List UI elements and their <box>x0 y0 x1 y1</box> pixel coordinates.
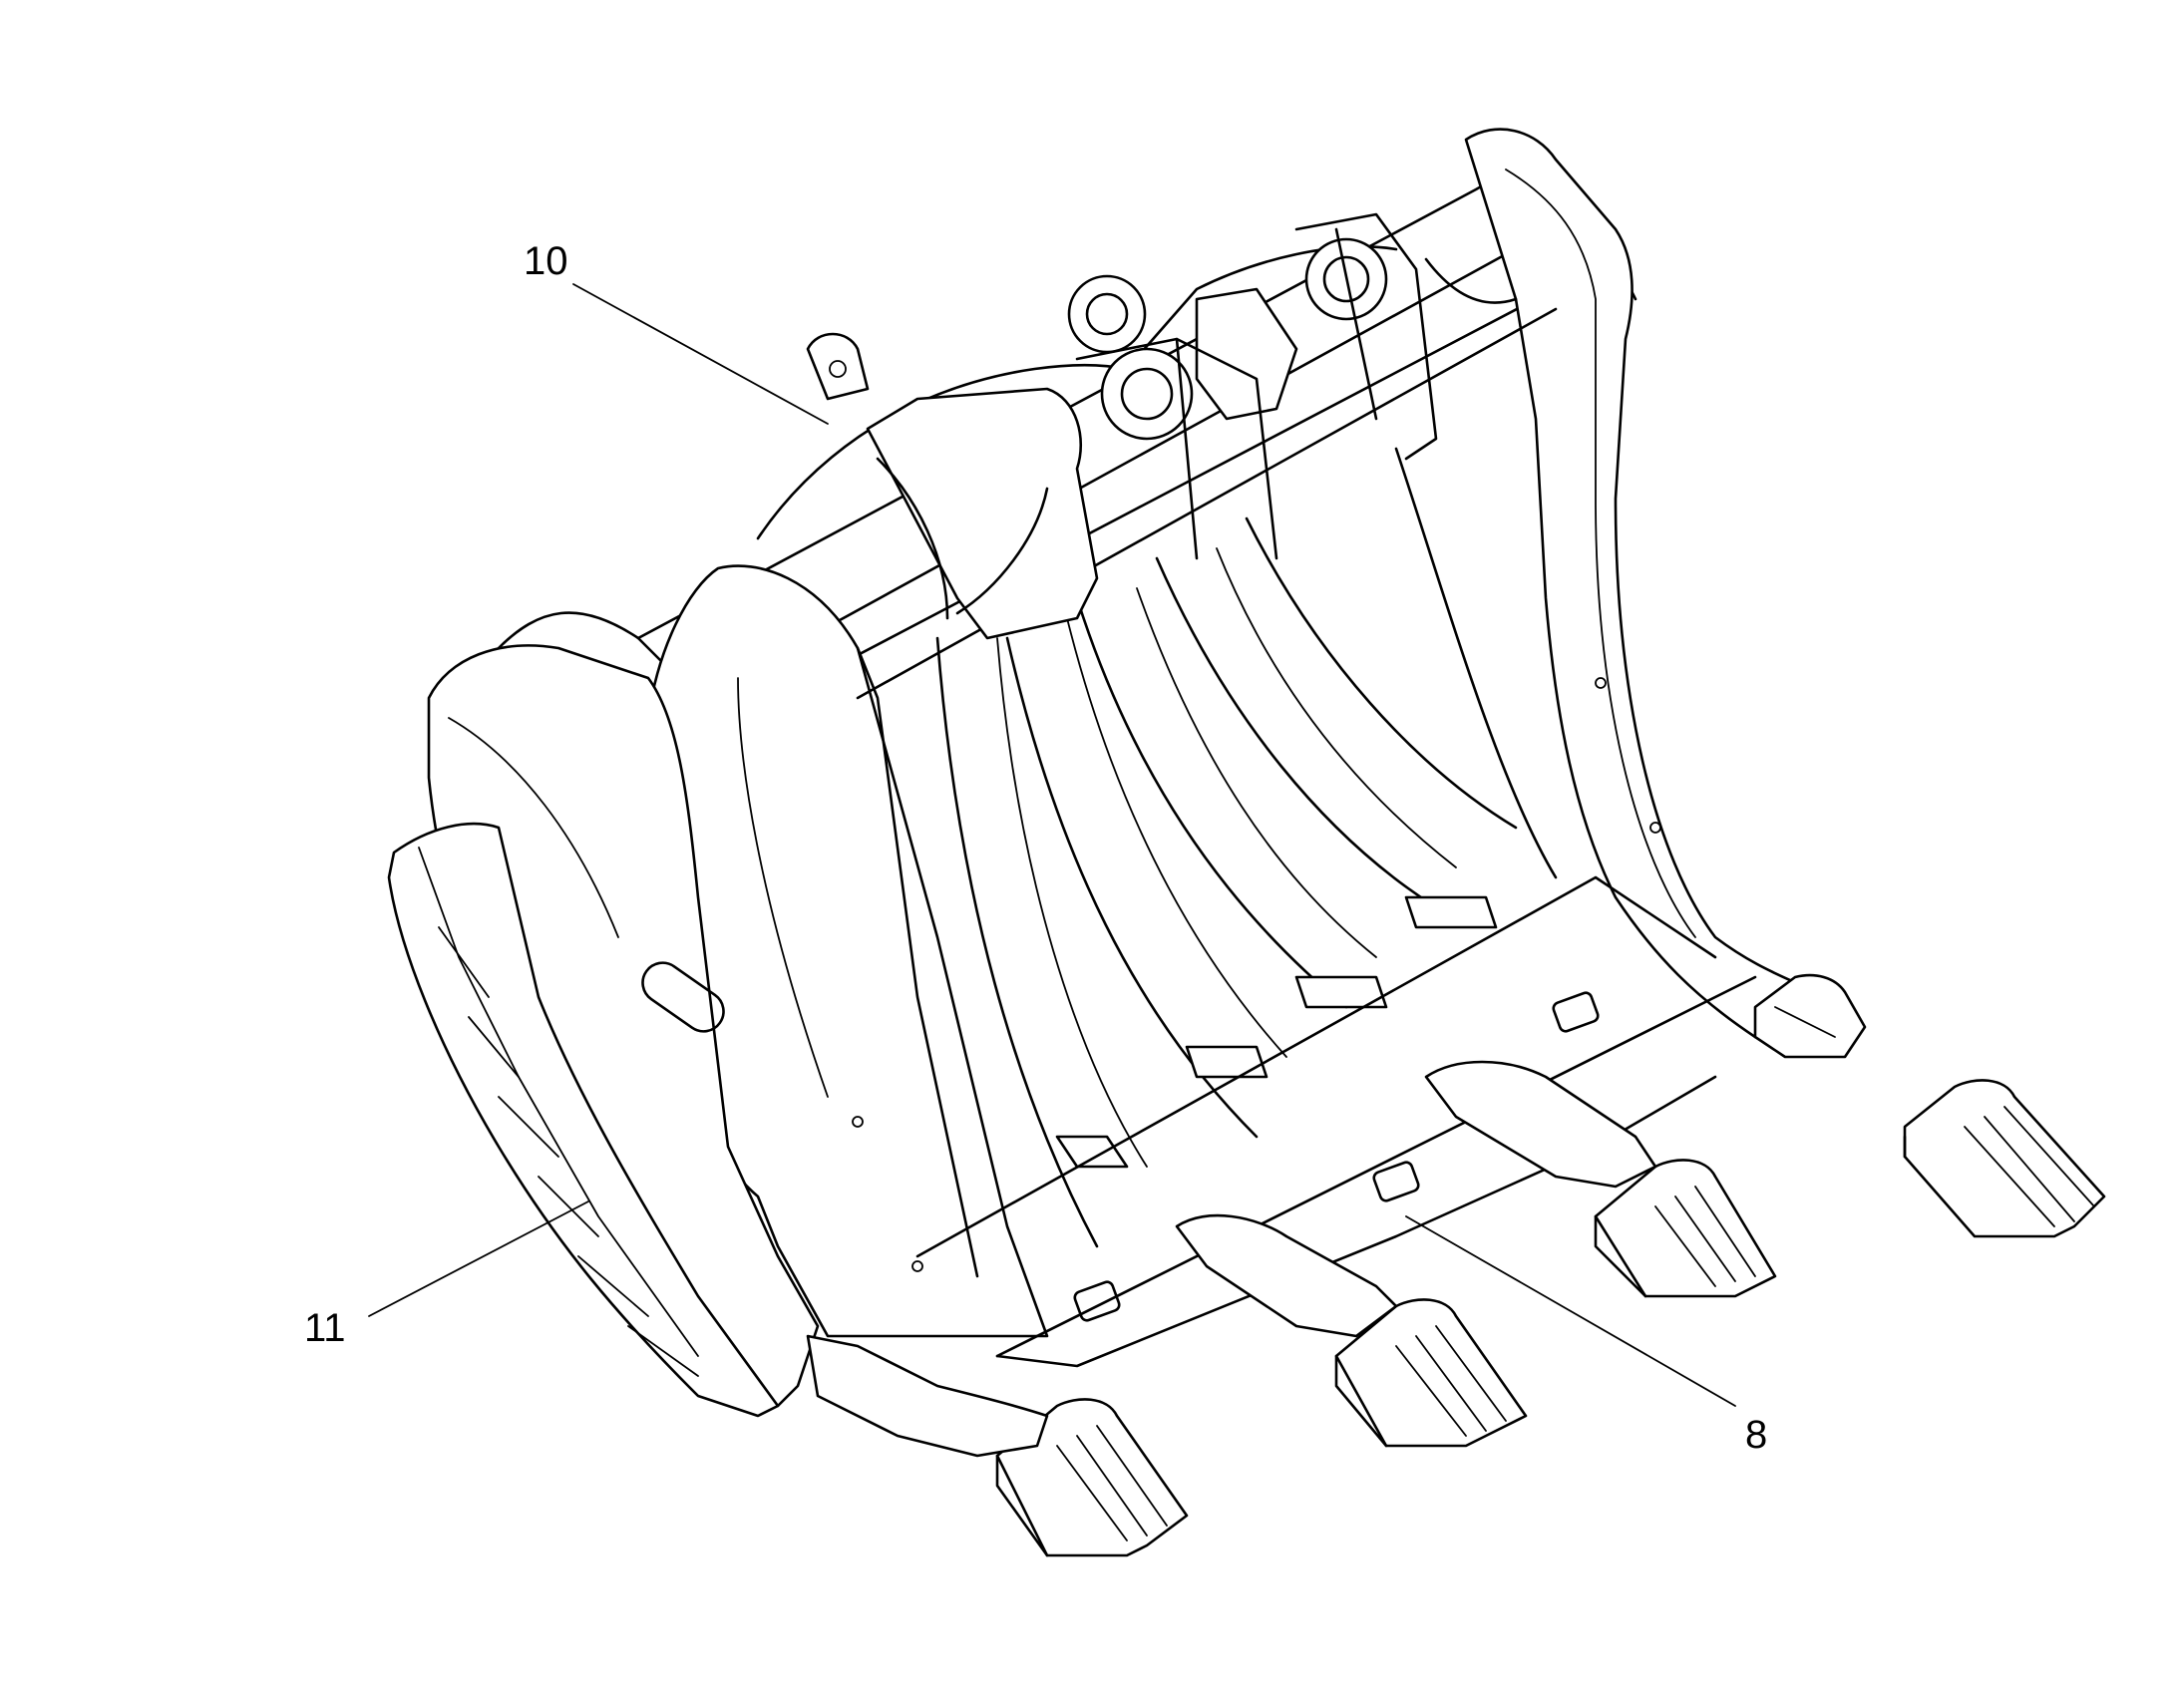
callout-leaders <box>368 283 1736 1407</box>
leader-11 <box>368 1200 589 1317</box>
pivot-bosses <box>806 212 1518 640</box>
callout-labels: 10 11 8 <box>304 239 1767 1457</box>
tooth-4 <box>1753 973 1867 1059</box>
tooth-loose <box>1903 1079 2106 1238</box>
bucket-teeth <box>806 973 2106 1557</box>
tooth-2 <box>1334 1298 1528 1448</box>
callout-10: 10 <box>524 239 568 283</box>
tooth-3 <box>1594 1159 1777 1298</box>
callout-11: 11 <box>304 1306 346 1350</box>
leader-10 <box>572 283 829 425</box>
leader-8 <box>1405 1215 1736 1407</box>
callout-8: 8 <box>1745 1413 1767 1457</box>
bucket-body <box>387 128 1827 1418</box>
tooth-1 <box>995 1398 1189 1557</box>
